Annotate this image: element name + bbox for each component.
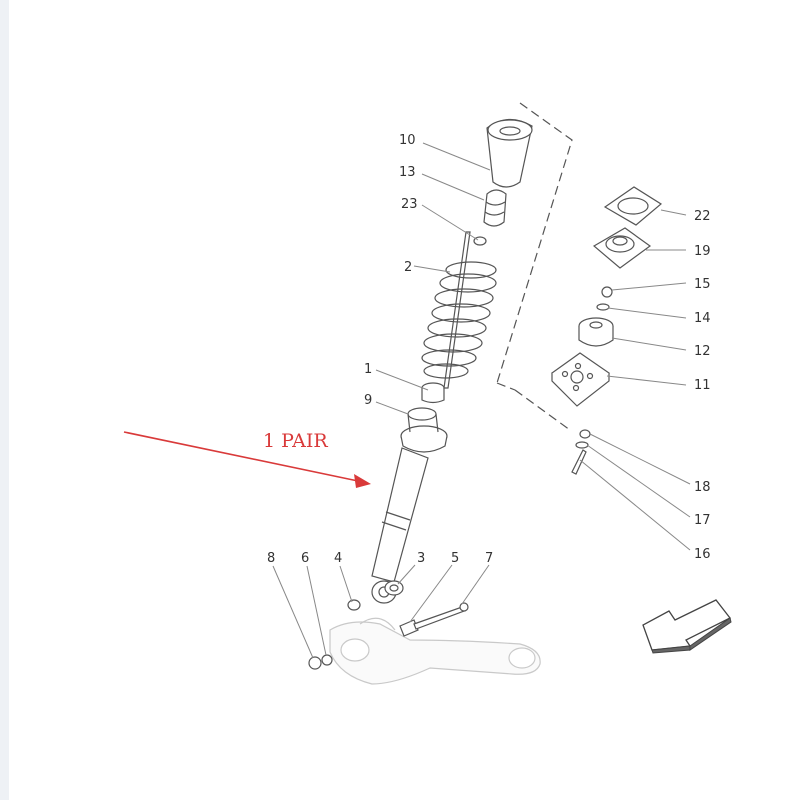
part-label-22: 22 xyxy=(694,209,711,224)
top-mount-group xyxy=(551,186,663,475)
lower-arm-group xyxy=(329,617,541,685)
shock-absorber-assembly xyxy=(371,118,533,604)
part-label-14: 14 xyxy=(694,311,711,326)
part-label-4: 4 xyxy=(334,551,342,566)
piston-rod xyxy=(443,231,471,389)
part-label-18: 18 xyxy=(694,480,711,495)
part-label-7: 7 xyxy=(485,551,493,566)
part-label-12: 12 xyxy=(694,344,711,359)
annotation-arrow-head xyxy=(354,474,371,488)
nut-18 xyxy=(579,429,591,439)
part-label-5: 5 xyxy=(451,551,459,566)
annotation-text: 1 PAIR xyxy=(263,430,328,452)
part-label-9: 9 xyxy=(364,393,372,408)
part-label-13: 13 xyxy=(399,165,416,180)
sleeve-4 xyxy=(347,599,361,611)
part-label-17: 17 xyxy=(694,513,711,528)
left-edge-strip xyxy=(0,0,9,800)
control-arm xyxy=(329,621,541,685)
part-label-23: 23 xyxy=(401,197,418,212)
annotation-arrow-line xyxy=(123,431,359,482)
washer-14 xyxy=(596,303,610,311)
bolt-16 xyxy=(571,449,587,475)
part-labels: 10 13 23 2 1 9 22 19 15 14 12 11 18 17 1… xyxy=(267,133,711,566)
part-label-19: 19 xyxy=(694,244,711,259)
part-label-3: 3 xyxy=(417,551,425,566)
bump-stop xyxy=(483,189,507,227)
bolt-7 xyxy=(413,606,465,630)
washer-6 xyxy=(321,654,333,666)
pair-annotation: 1 PAIR xyxy=(123,430,371,488)
nut-15 xyxy=(601,286,613,298)
leader-lines xyxy=(272,142,691,659)
washer-17 xyxy=(575,441,589,449)
coil-spring xyxy=(421,261,497,379)
part-label-8: 8 xyxy=(267,551,275,566)
direction-arrow-icon xyxy=(642,599,732,654)
part-label-10: 10 xyxy=(399,133,416,148)
part-label-6: 6 xyxy=(301,551,309,566)
part-label-16: 16 xyxy=(694,547,711,562)
nut-8 xyxy=(308,656,322,670)
lower-fasteners xyxy=(308,580,469,670)
part-label-2: 2 xyxy=(404,260,412,275)
dashed-group-outline xyxy=(496,102,573,431)
part-label-1: 1 xyxy=(364,362,372,377)
part-label-15: 15 xyxy=(694,277,711,292)
spring-seat-rim xyxy=(400,435,448,453)
damper-seam xyxy=(385,511,411,521)
part-label-11: 11 xyxy=(694,378,711,393)
